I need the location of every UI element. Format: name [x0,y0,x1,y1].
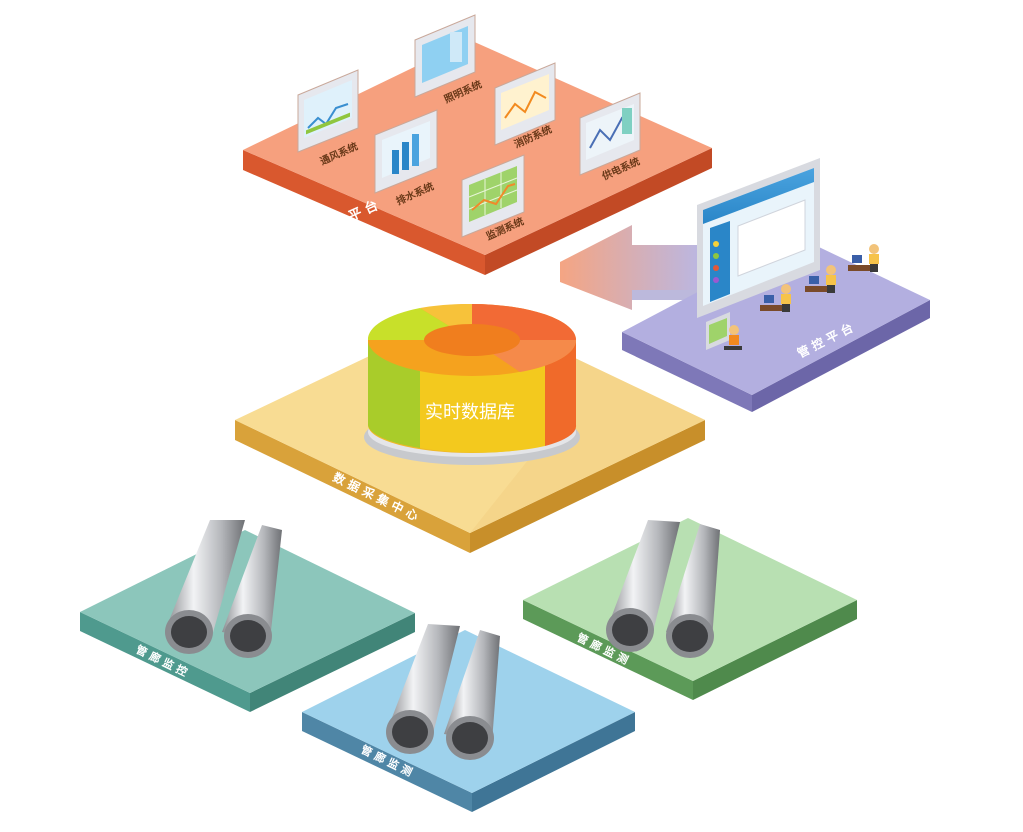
line-chart-icon [504,90,547,119]
operator-workstations [706,244,879,350]
pipe-icon [606,520,720,658]
pipe-platform-monitoring-2: 管 廊 监 测 [523,518,857,700]
pipe-platform-control: 管 廊 监 控 [80,520,415,712]
big-screen-display [697,158,820,318]
control-platform: 管 控 平 台 [622,158,930,412]
subsystem-board-ventilation: 通风系统 [297,69,360,168]
cloud-platform-top [243,40,712,255]
operator-icon [805,265,836,293]
pipe-icon [386,624,500,760]
pipe-platform-monitoring-1: 管 廊 监 测 [302,624,635,812]
subsystem-board-monitoring: 监测系统 [461,154,526,243]
data-collection-center: 实时数据库 数 据 采 集 中 心 [235,303,705,553]
realtime-database: 实时数据库 [364,303,580,465]
operator-icon [848,244,879,272]
cloud-platform-side-left [243,150,485,275]
pipe-icon [165,520,282,658]
operator-seated-icon [706,312,742,350]
subsystem-board-power: 供电系统 [579,92,642,183]
panel-icon [450,32,462,62]
bar-chart-icon [392,134,419,174]
cloud-platform-side-right [485,148,712,275]
database-label: 实时数据库 [425,402,515,423]
subsystem-board-lighting: 照明系统 [414,14,484,106]
cloud-platform: 通风系统 照明系统 排水系统 消防系统 [243,14,712,275]
operator-icon [760,284,791,312]
data-flow-arrow [560,225,700,310]
